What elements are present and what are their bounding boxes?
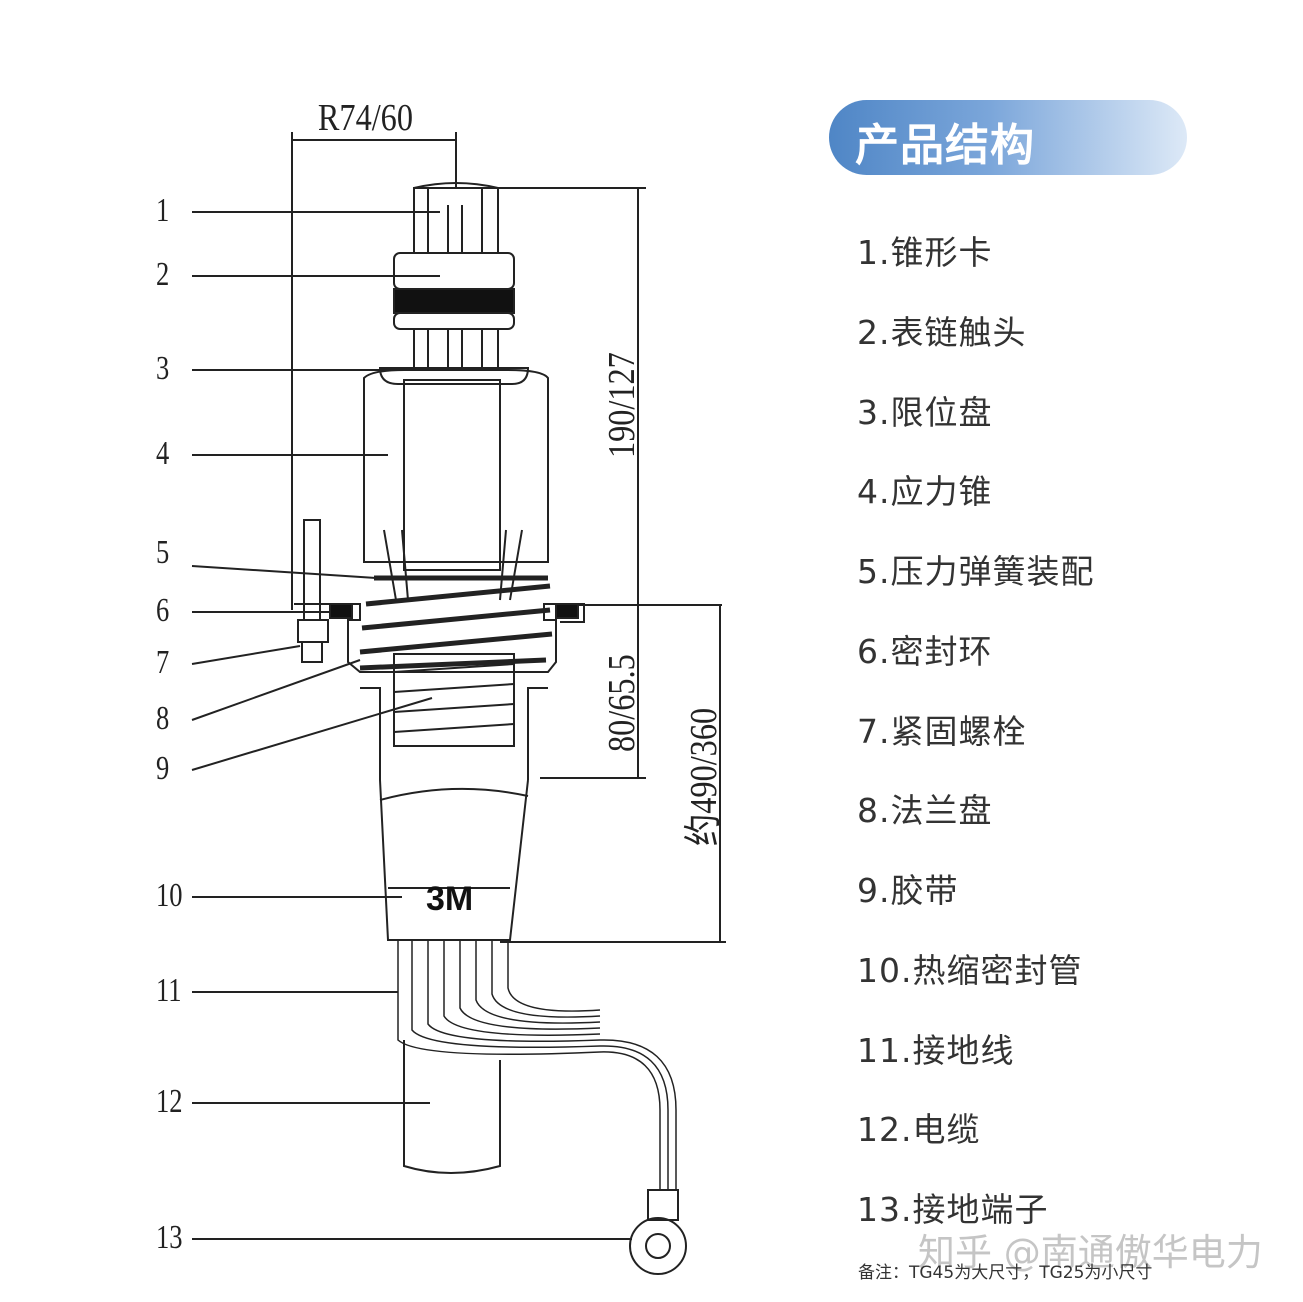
callout-number: 8 xyxy=(156,700,170,737)
part-list-item: 1.锥形卡 xyxy=(857,233,993,272)
callout-number: 2 xyxy=(156,256,170,293)
callout-number: 1 xyxy=(156,192,170,229)
part-list-item: 6.密封环 xyxy=(857,632,993,671)
watermark: 知乎 @南通傲华电力 xyxy=(918,1231,1263,1274)
header-pill xyxy=(829,100,1187,175)
part-list-item: 3.限位盘 xyxy=(857,393,993,432)
callout-number: 10 xyxy=(156,877,183,914)
flange-height-dimension: 80/65.5 xyxy=(601,654,643,752)
tape-wrap xyxy=(360,653,548,780)
size-note: 备注：TG45为大尺寸，TG25为小尺寸 xyxy=(858,1263,1153,1283)
callout-number: 5 xyxy=(156,534,170,571)
part-list-item: 10.热缩密封管 xyxy=(857,951,1083,990)
callout-leader-lines xyxy=(191,211,632,1240)
watch-chain-contact xyxy=(393,252,515,368)
callout-number: 4 xyxy=(156,435,170,472)
brand-mark: 3M xyxy=(426,880,473,918)
callout-number: 6 xyxy=(156,592,170,629)
callout-number: 11 xyxy=(156,972,182,1009)
callout-number: 3 xyxy=(156,350,170,387)
cable-body xyxy=(403,1040,501,1174)
callout-number: 9 xyxy=(156,750,170,787)
cone-clamp xyxy=(413,182,499,254)
callout-number: 13 xyxy=(156,1219,183,1256)
earth-wire-strands xyxy=(397,940,677,1190)
heat-shrink-tube xyxy=(379,779,529,941)
part-list-item: 11.接地线 xyxy=(857,1031,1015,1070)
section-title: 产品结构 xyxy=(855,120,1035,171)
earth-terminal xyxy=(629,1189,687,1275)
part-list-item: 13.接地端子 xyxy=(857,1190,1049,1229)
total-height-dimension: 约490/360 xyxy=(683,708,725,846)
top-radius-dimension: R74/60 xyxy=(318,97,413,139)
part-list-item: 12.电缆 xyxy=(857,1110,981,1149)
stress-cone-shape xyxy=(363,369,549,601)
part-list-item: 5.压力弹簧装配 xyxy=(857,552,1095,591)
fastening-bolt xyxy=(297,519,329,663)
callout-number: 7 xyxy=(156,644,170,681)
part-list-item: 7.紧固螺栓 xyxy=(857,712,1027,751)
callout-number: 12 xyxy=(156,1083,183,1120)
part-list-item: 8.法兰盘 xyxy=(857,791,993,830)
pressure-spring xyxy=(359,575,553,671)
part-list-item: 4.应力锥 xyxy=(857,472,993,511)
limit-disc xyxy=(378,367,530,385)
part-list-item: 2.表链触头 xyxy=(857,313,1027,352)
upper-height-dimension: 190/127 xyxy=(601,352,643,458)
part-list-item: 9.胶带 xyxy=(857,871,959,910)
